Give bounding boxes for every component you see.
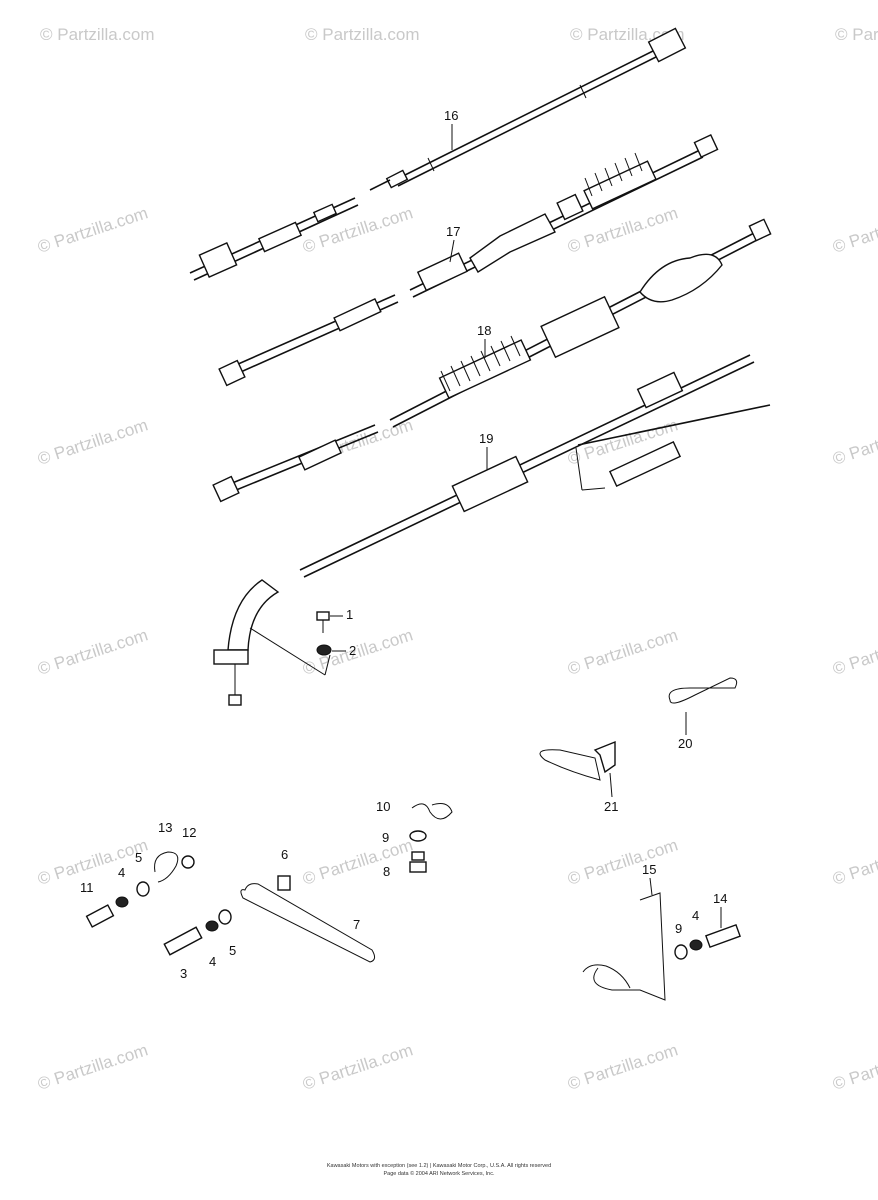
ribbed-section [584, 152, 643, 197]
hardware-group-left [85, 851, 195, 928]
callout-18: 18 [477, 323, 491, 338]
watermark: © Partzilla.com [830, 625, 878, 678]
callout-21: 21 [604, 799, 618, 814]
callout-16: 16 [444, 108, 458, 123]
clamp-part-21 [539, 740, 616, 781]
watermark: © Partzilla.com [35, 203, 150, 256]
callout-20: 20 [678, 736, 692, 751]
speedometer-cable [189, 27, 687, 281]
callout-14: 14 [713, 891, 727, 906]
hardware-group-middle [163, 875, 376, 963]
watermark: © Partzilla.com [835, 25, 878, 44]
callout-5: 5 [135, 850, 142, 865]
callout-19: 19 [479, 431, 493, 446]
watermark: © Partzilla.com [305, 25, 420, 44]
hardware-group-right [674, 923, 741, 960]
screw-part-1 [316, 611, 330, 633]
watermarks: © Partzilla.com © Partzilla.com © Partzi… [35, 25, 878, 1094]
watermark: © Partzilla.com [300, 835, 415, 888]
split-end [575, 404, 771, 491]
copyright-notice: Kawasaki Motors with exception (see 1.2)… [327, 1163, 551, 1177]
watermark: © Partzilla.com [565, 1040, 680, 1093]
callout-17: 17 [446, 224, 460, 239]
callout-5: 5 [229, 943, 236, 958]
watermark: © Partzilla.com [35, 415, 150, 468]
callout-4: 4 [209, 954, 216, 969]
watermark: © Partzilla.com [565, 625, 680, 678]
callout-10: 10 [376, 799, 390, 814]
clamp-part-20 [668, 677, 738, 704]
watermark: © Partzilla.com [830, 415, 878, 468]
watermark: © Partzilla.com [35, 1040, 150, 1093]
clutch-cable [212, 218, 772, 503]
watermark: © Partzilla.com [830, 1040, 878, 1093]
callout-3: 3 [180, 966, 187, 981]
watermark: © Partzilla.com [35, 625, 150, 678]
leader-lines [330, 124, 722, 928]
watermark: © Partzilla.com [830, 835, 878, 888]
watermark: © Partzilla.com [830, 203, 878, 256]
watermark: © Partzilla.com [565, 835, 680, 888]
callout-11: 11 [80, 880, 94, 895]
callout-labels: 1 2 3 4 4 4 5 5 6 7 8 9 9 10 11 12 13 14… [80, 108, 727, 981]
callout-12: 12 [182, 825, 196, 840]
callout-6: 6 [281, 847, 288, 862]
callout-15: 15 [642, 862, 656, 877]
callout-2: 2 [349, 643, 356, 658]
adjuster-threads [440, 335, 521, 392]
callout-7: 7 [353, 917, 360, 932]
callout-1: 1 [346, 607, 353, 622]
nut-part-2 [316, 644, 332, 656]
callout-8: 8 [383, 864, 390, 879]
copyright-line-1: Kawasaki Motors with exception (see 1.2)… [327, 1163, 551, 1169]
watermark: © Partzilla.com [40, 25, 155, 44]
callout-13: 13 [158, 820, 172, 835]
copyright-line-2: Page data © 2004 ARI Network Services, I… [383, 1170, 495, 1177]
callout-4: 4 [118, 865, 125, 880]
bracket-part-15 [582, 892, 666, 1001]
spring-part-10 [411, 803, 453, 820]
callout-4: 4 [692, 908, 699, 923]
bolt-part-8 [409, 851, 427, 873]
callout-9: 9 [675, 921, 682, 936]
callout-9: 9 [382, 830, 389, 845]
choke-cable [213, 354, 771, 706]
throttle-cable [218, 134, 719, 387]
washer-part-9 [409, 830, 427, 842]
watermark: © Partzilla.com [300, 1040, 415, 1093]
